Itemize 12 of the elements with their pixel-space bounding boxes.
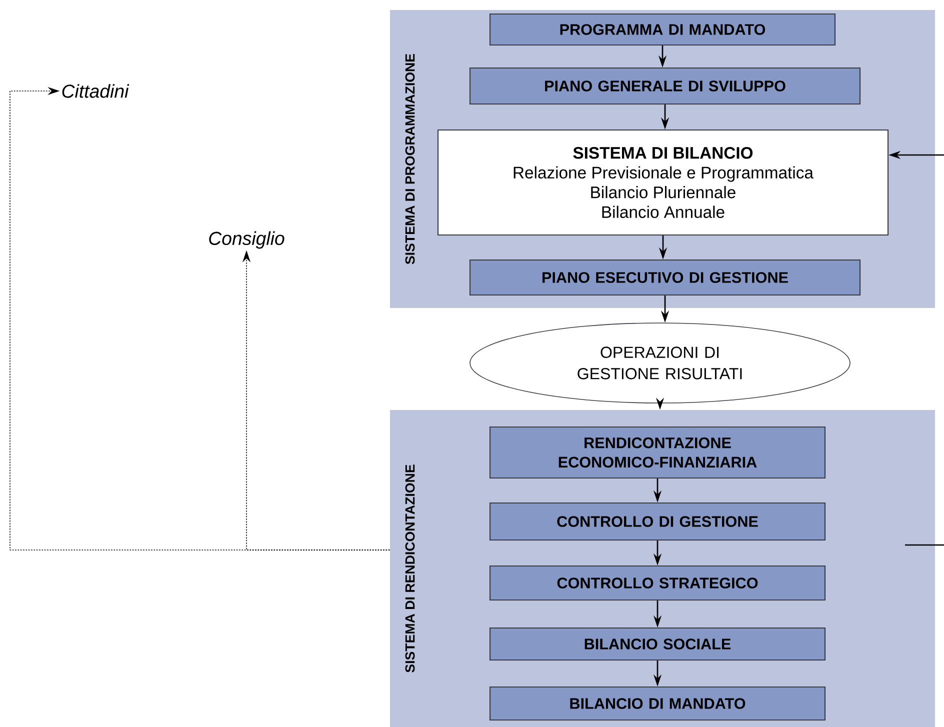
process-box: PROGRAMMA DI MANDATO <box>489 13 836 46</box>
target-label: Consiglio <box>209 231 284 249</box>
connector-line <box>905 544 944 546</box>
process-box: CONTROLLO DI GESTIONE <box>489 502 826 541</box>
process-box: BILANCIO DI MANDATO <box>489 686 826 721</box>
process-box: RENDICONTAZIONE ECONOMICO-FINANZIARIA <box>489 426 826 479</box>
target-label: Cittadini <box>62 84 130 98</box>
process-box: PIANO GENERALE DI SVILUPPO <box>469 67 861 105</box>
process-box: BILANCIO SOCIALE <box>489 627 826 661</box>
process-box: SISTEMA DI BILANCIO Relazione Previsionale e Programmatica Bilancio Pluriennale Bilancio Annuale <box>437 129 889 236</box>
process-box: CONTROLLO STRATEGICO <box>489 565 826 601</box>
process-box: PIANO ESECUTIVO DI GESTIONE <box>469 259 861 296</box>
